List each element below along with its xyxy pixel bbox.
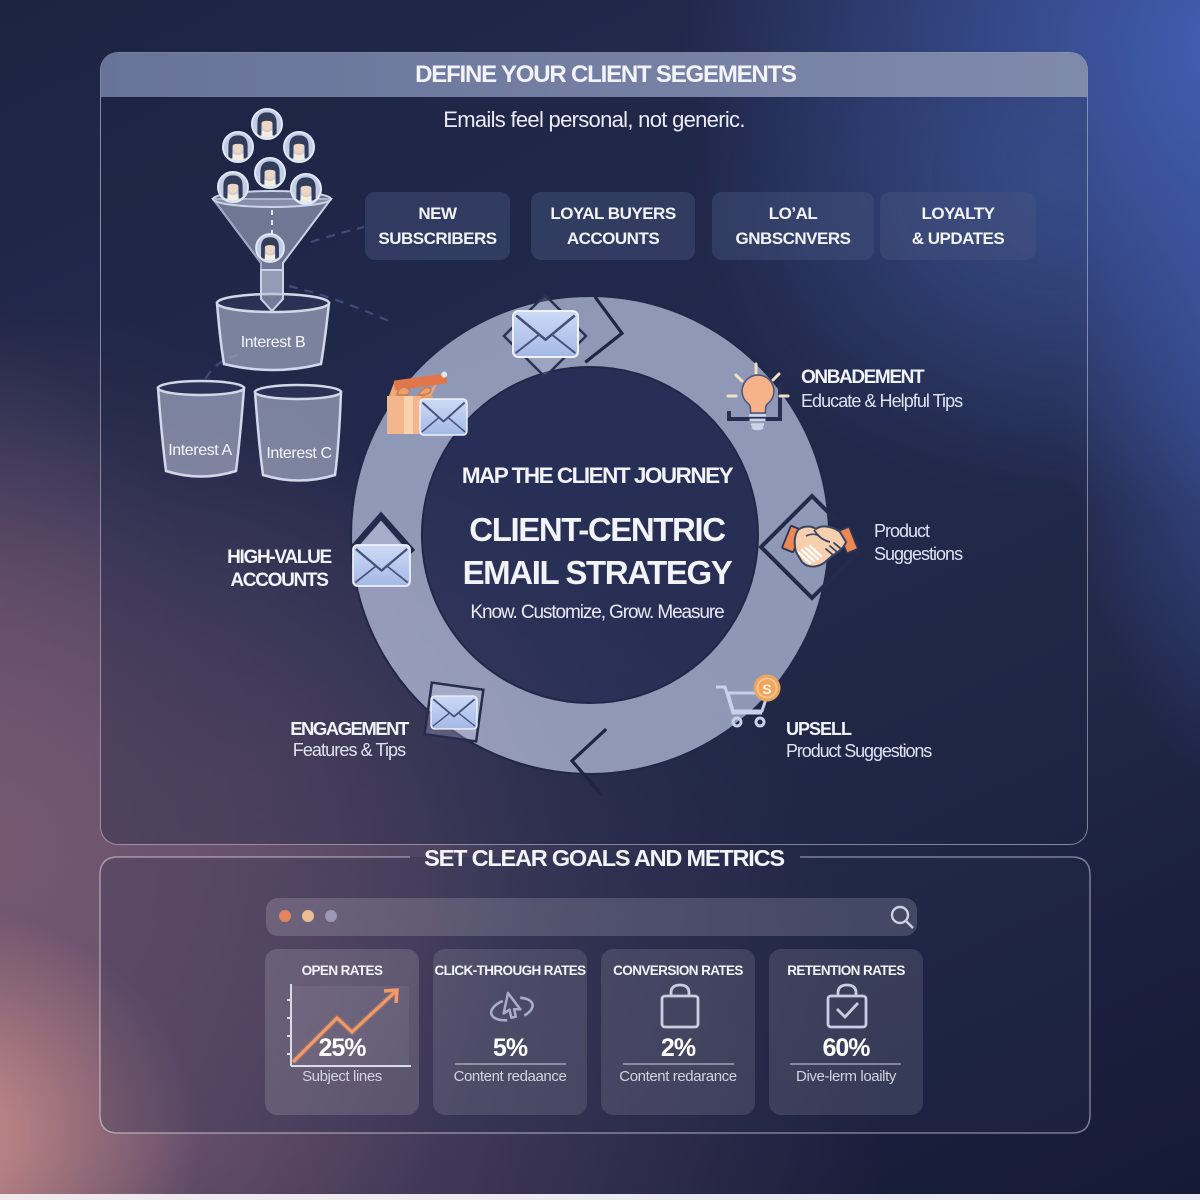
- svg-text:Interest B: Interest B: [241, 334, 305, 351]
- svg-text:Interest A: Interest A: [168, 442, 232, 459]
- svg-text:Interest C: Interest C: [266, 445, 331, 462]
- svg-text:S: S: [762, 681, 771, 697]
